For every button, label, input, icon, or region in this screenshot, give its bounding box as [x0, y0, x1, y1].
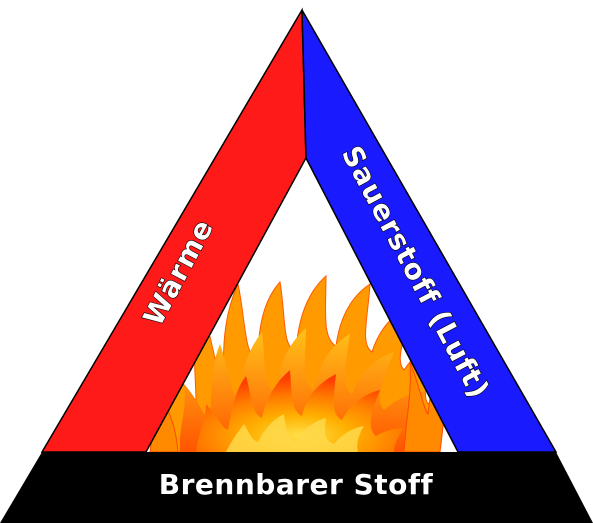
base-label: Brennbarer Stoff [159, 468, 434, 501]
